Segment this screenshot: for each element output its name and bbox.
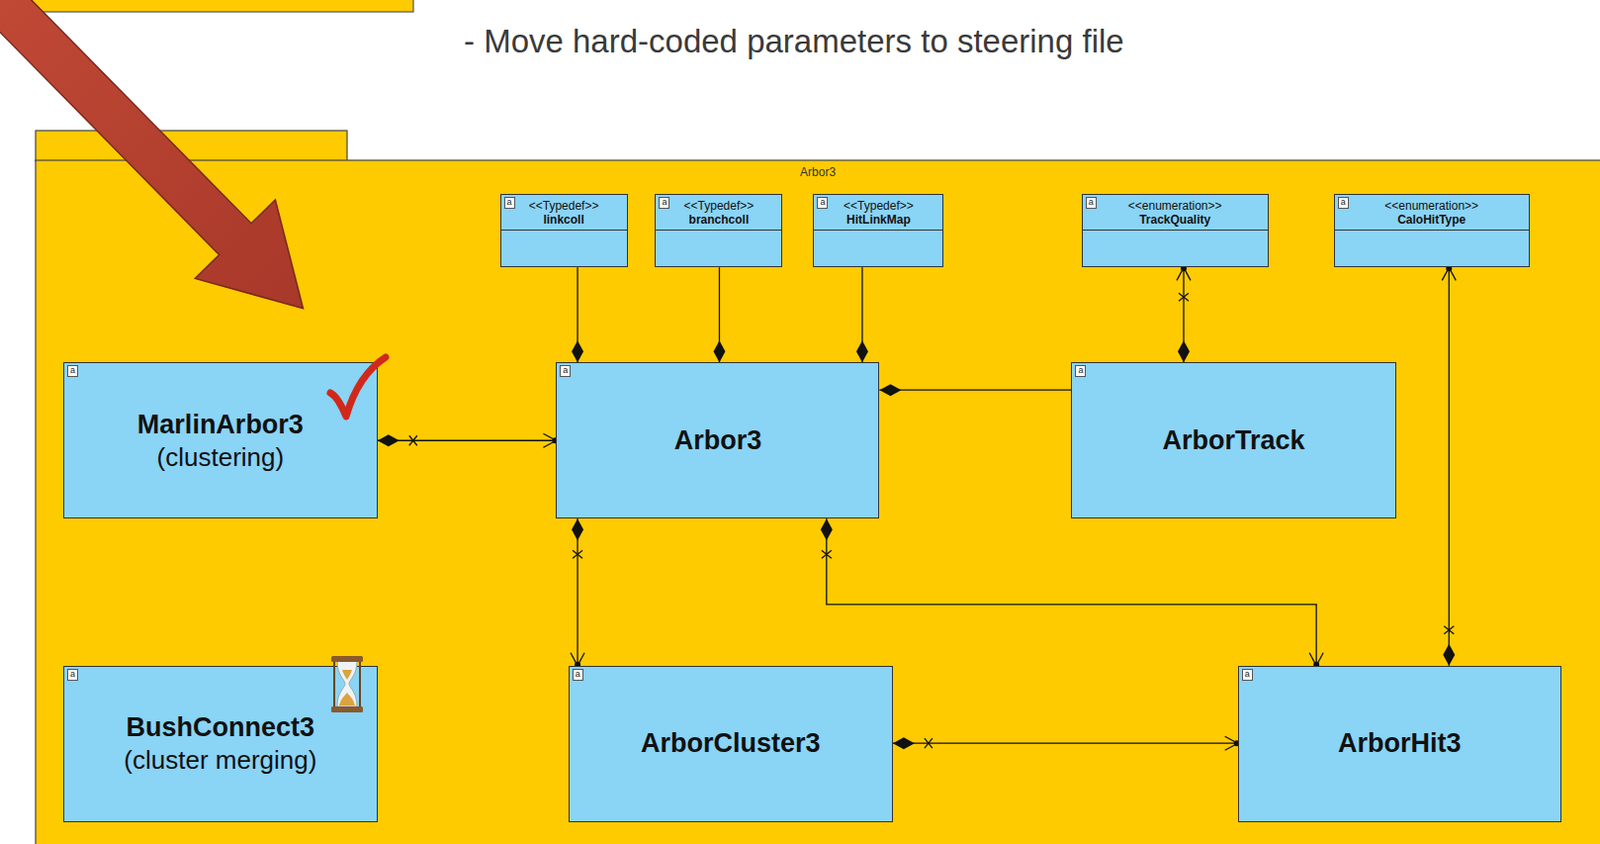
stereotype-label: <<enumeration>> [1128,198,1223,213]
typedef-box: a <<Typedef>>HitLinkMap [812,193,944,267]
association-connector [377,440,557,442]
class-icon: a [67,364,79,377]
class-icon: a [572,668,584,681]
stereotype-label: <<enumeration>> [1384,198,1479,213]
association-connector [576,266,578,362]
type-name: TrackQuality [1139,212,1211,227]
pending-hourglass [331,655,363,713]
class-icon: a [67,668,79,681]
hourglass-post [333,660,336,707]
type-name: CaloHitType [1397,212,1466,227]
note-text: - Move hard-coded parameters to steering… [463,21,1125,62]
class-name: BushConnect3 [126,711,316,744]
package-name: Arbor3 [800,165,836,179]
class-icon: a [1085,196,1097,209]
type-name: linkcoll [542,212,584,227]
class-name: Arbor3 [674,424,763,457]
association-connector [861,266,863,362]
class-icon: a [1242,668,1253,681]
stereotype-label: <<Typedef>> [684,198,755,213]
pointer-arrow-shape [0,0,303,309]
class-box: aArborHit3 [1238,665,1562,822]
package-frame: Arbor3a<<Typedef>>linkcolla<<Typedef>>br… [35,160,1600,844]
typedef-box: a <<Typedef>>branchcoll [654,193,783,267]
class-box: aBushConnect3(cluster merging) [63,665,378,822]
association-connector [892,742,1239,744]
association-connector [879,389,1071,391]
enumeration-box: a <<enumeration>>CaloHitType [1333,193,1530,267]
class-box: aArborTrack [1070,361,1396,519]
checkmark-stroke [330,356,386,417]
class-name: MarlinArbor3 [137,408,304,442]
association-connector [1448,266,1450,665]
package-tab [35,130,348,162]
class-box: aArborCluster3 [568,665,893,822]
hourglass-sand [339,692,356,706]
hourglass-glass [337,660,357,707]
stereotype-label: <<Typedef>> [843,198,914,213]
callout-box-fragment [0,0,414,12]
class-box: aMarlinArbor3(clustering) [63,361,378,519]
class-name: ArborHit3 [1337,726,1462,760]
class-name: ArborCluster3 [640,726,821,760]
class-icon: a [816,196,828,209]
class-icon: a [504,196,516,209]
class-box: aArbor3 [555,361,880,519]
class-icon: a [1337,196,1349,209]
enumeration-box: a <<enumeration>>TrackQuality [1081,193,1269,267]
pointer-arrow [0,0,303,309]
hourglass-post [358,660,361,707]
association-connector [576,518,578,666]
typedef-box: a <<Typedef>>linkcoll [500,193,628,267]
class-icon: a [1074,364,1086,377]
type-name: HitLinkMap [846,212,911,227]
class-icon: a [658,196,670,209]
class-name: ArborTrack [1162,424,1306,457]
class-note: (clustering) [157,441,285,473]
class-note: (cluster merging) [123,743,317,776]
class-icon: a [559,364,571,377]
stereotype-label: <<Typedef>> [529,198,600,213]
type-name: branchcoll [689,212,750,227]
hourglass-cap [331,706,363,712]
association-connector [826,518,1317,666]
association-connector [718,266,720,362]
association-connector [1182,266,1184,362]
hourglass-sand [342,669,353,680]
hourglass-cap [331,655,363,662]
done-checkmark [324,353,390,425]
